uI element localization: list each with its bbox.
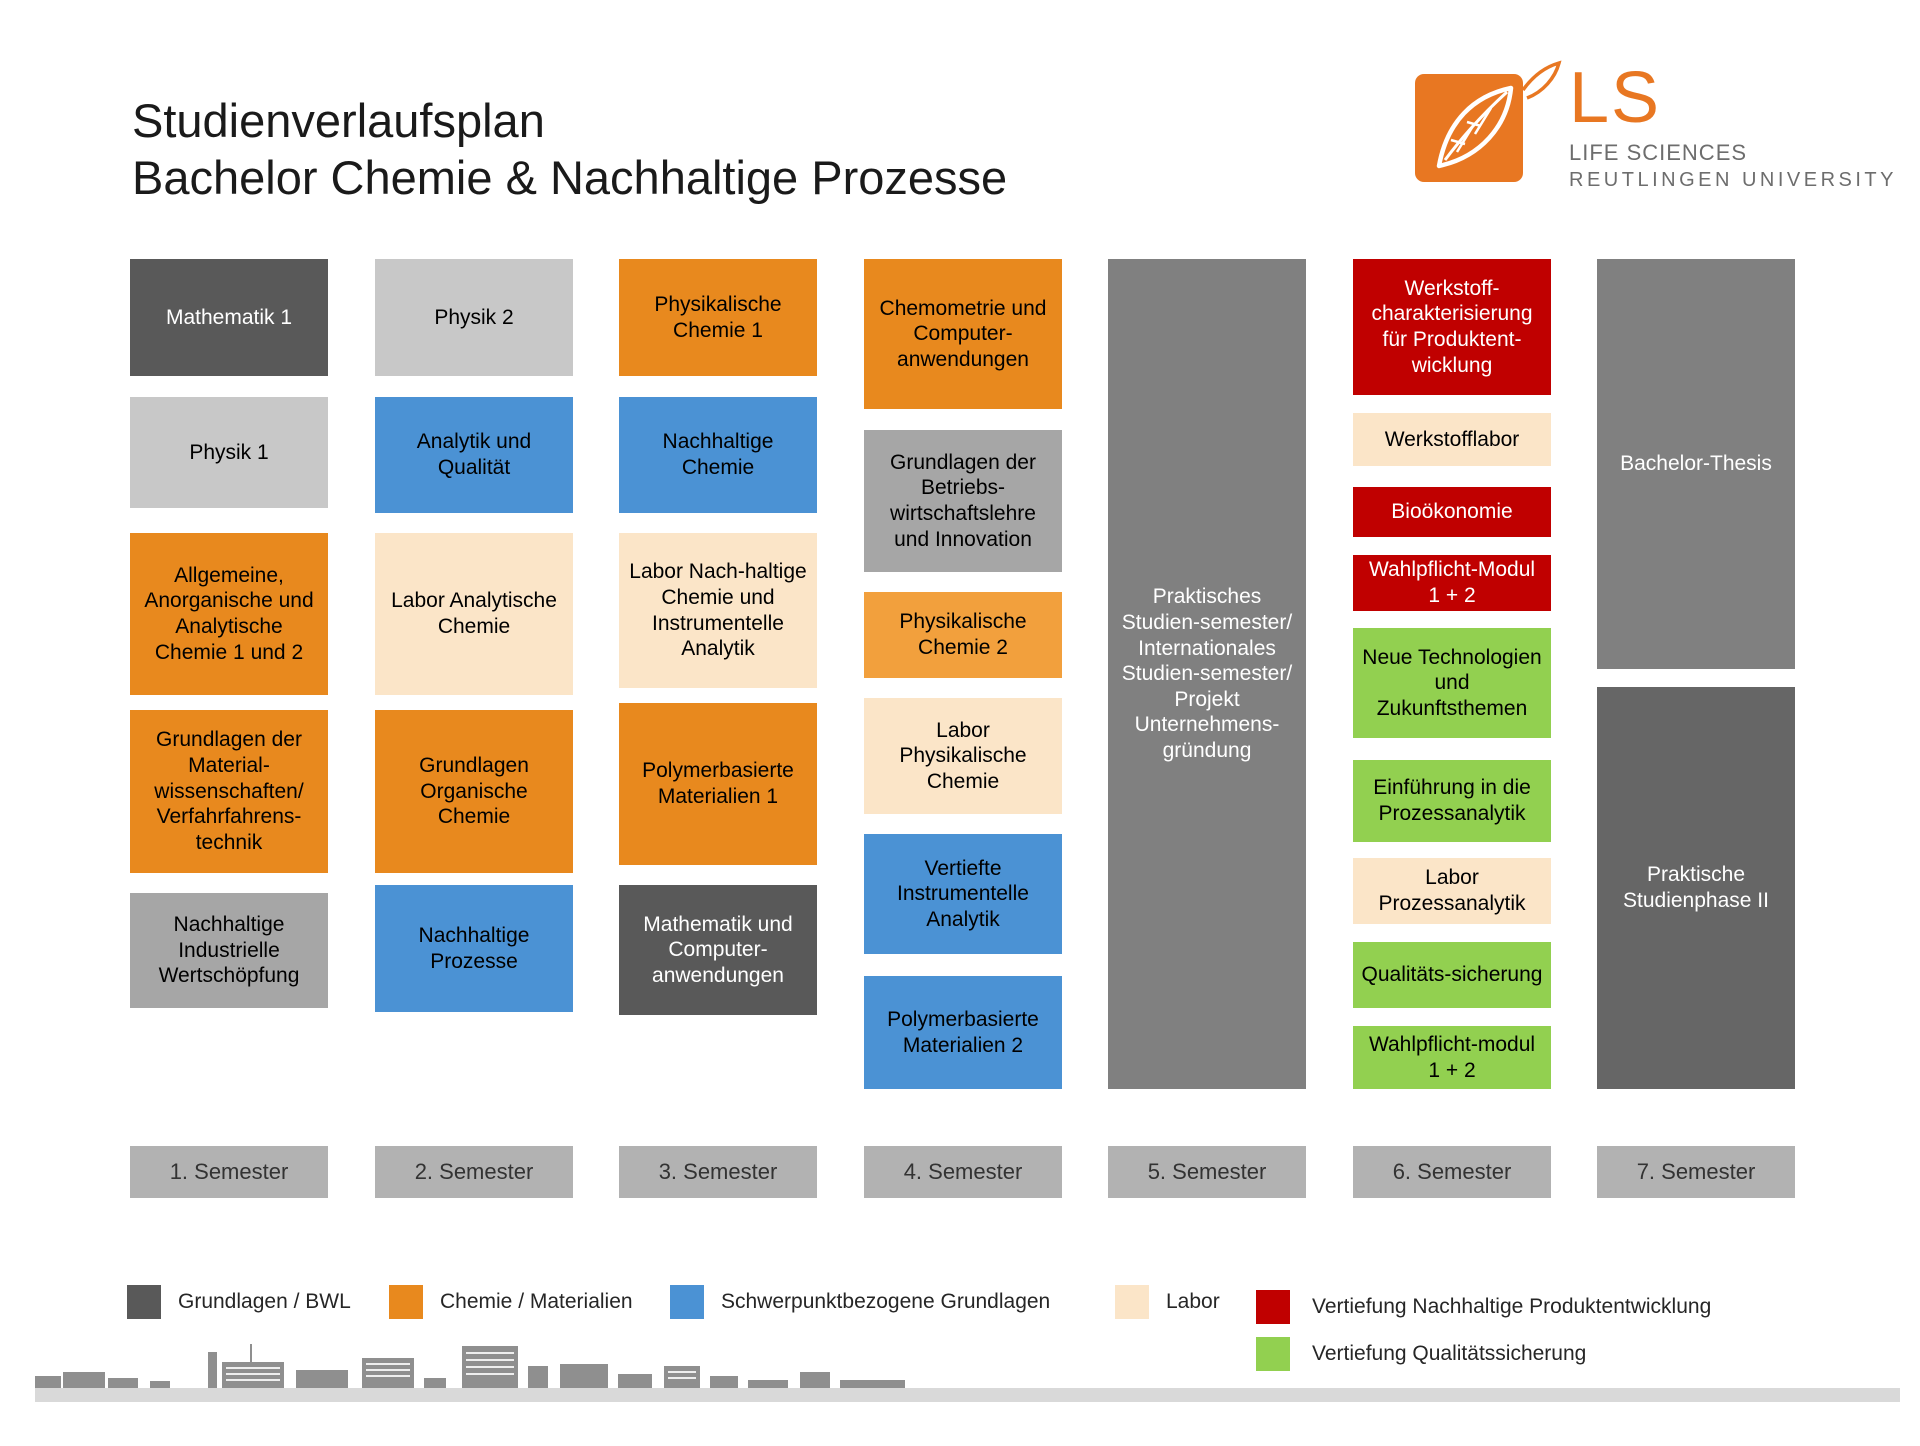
logo-wordmark: LS LIFE SCIENCES REUTLINGEN UNIVERSITY [1569,60,1897,192]
legend-label-labor: Labor [1166,1290,1220,1313]
module-materialwissenschaften: Grundlagen der Material-wissenschaften/ … [130,710,328,873]
module-einfuehrung-prozessanalytik: Einführung in die Prozessanalytik [1353,760,1551,842]
skyline-graphic [0,1336,1920,1406]
module-werkstoffcharakterisierung: Werkstoff-charakterisierung für Produkte… [1353,259,1551,395]
module-nachhaltige-wertschoepfung: Nachhaltige Industrielle Wertschöpfung [130,893,328,1008]
module-labor-nachhaltige-chemie: Labor Nach-haltige Chemie und Instrument… [619,533,817,688]
module-wahlpflicht-modul-gruen: Wahlpflicht-modul 1 + 2 [1353,1026,1551,1089]
module-neue-technologien: Neue Technologien und Zukunftsthemen [1353,628,1551,738]
module-nachhaltige-chemie: Nachhaltige Chemie [619,397,817,513]
module-chemometrie: Chemometrie und Computer-anwendungen [864,259,1062,409]
module-biooekonomie: Bioökonomie [1353,487,1551,537]
legend-label-vertiefung-gruen: Vertiefung Qualitätssicherung [1312,1342,1587,1365]
legend-chip-grundlagen [127,1285,161,1319]
semester-label-2: 2. Semester [375,1146,573,1198]
module-physik-2: Physik 2 [375,259,573,376]
logo-life-sciences: LIFE SCIENCES [1569,140,1748,165]
module-praktische-studienphase-2: Praktische Studienphase II [1597,687,1795,1089]
semester-label-6: 6. Semester [1353,1146,1551,1198]
semester-label-3: 3. Semester [619,1146,817,1198]
module-labor-prozessanalytik: Labor Prozessanalytik [1353,858,1551,924]
semester-label-5: 5. Semester [1108,1146,1306,1198]
module-bwl-und-innovation: Grundlagen der Betriebs-wirtschaftslehre… [864,430,1062,572]
module-physik-1: Physik 1 [130,397,328,508]
module-labor-analytische-chemie: Labor Analytische Chemie [375,533,573,695]
semester-label-1: 1. Semester [130,1146,328,1198]
page-title-line2: Bachelor Chemie & Nachhaltige Prozesse [132,151,1008,205]
module-mathematik-1: Mathematik 1 [130,259,328,376]
module-allgemeine-anorganische-chemie: Allgemeine, Anorganische und Analytische… [130,533,328,695]
legend-chip-vertiefung-gruen [1256,1337,1290,1371]
module-wahlpflicht-modul-rot: Wahlpflicht-Modul 1 + 2 [1353,555,1551,611]
module-polymerbasierte-materialien-2: Polymerbasierte Materialien 2 [864,976,1062,1089]
module-mathematik-computeranwendungen: Mathematik und Computer-anwendungen [619,885,817,1015]
legend-chip-labor [1115,1285,1149,1319]
legend-label-chemie: Chemie / Materialien [440,1290,633,1313]
legend-label-grundlagen: Grundlagen / BWL [178,1290,351,1313]
module-werkstofflabor: Werkstofflabor [1353,413,1551,466]
module-grundlagen-organische-chemie: Grundlagen Organische Chemie [375,710,573,873]
legend-chip-schwerpunkt [670,1285,704,1319]
module-physikalische-chemie-2: Physikalische Chemie 2 [864,592,1062,678]
module-vertiefte-instrumentelle-analytik: Vertiefte Instrumentelle Analytik [864,834,1062,954]
university-logo: LS LIFE SCIENCES REUTLINGEN UNIVERSITY [1415,60,1897,192]
logo-university: REUTLINGEN UNIVERSITY [1569,169,1897,191]
semester-label-4: 4. Semester [864,1146,1062,1198]
module-polymerbasierte-materialien-1: Polymerbasierte Materialien 1 [619,703,817,865]
module-nachhaltige-prozesse: Nachhaltige Prozesse [375,885,573,1012]
module-qualitaetssicherung: Qualitäts-sicherung [1353,942,1551,1008]
page-title-line1: Studienverlaufsplan [132,94,545,147]
module-bachelor-thesis: Bachelor-Thesis [1597,259,1795,669]
leaf-logo-icon [1415,60,1565,186]
legend-label-vertiefung-rot: Vertiefung Nachhaltige Produktentwicklun… [1312,1295,1712,1318]
module-analytik-und-qualitaet: Analytik und Qualität [375,397,573,513]
page-title: Studienverlaufsplan Bachelor Chemie & Na… [132,92,1007,207]
legend-chip-chemie [389,1285,423,1319]
logo-abbreviation: LS [1569,58,1662,138]
legend-label-schwerpunkt: Schwerpunktbezogene Grundlagen [721,1290,1051,1313]
module-praktisches-studiensemester: Praktisches Studien-semester/ Internatio… [1108,259,1306,1089]
module-labor-physikalische-chemie: Labor Physikalische Chemie [864,698,1062,814]
semester-label-7: 7. Semester [1597,1146,1795,1198]
legend-chip-vertiefung-rot [1256,1290,1290,1324]
module-physikalische-chemie-1: Physikalische Chemie 1 [619,259,817,376]
